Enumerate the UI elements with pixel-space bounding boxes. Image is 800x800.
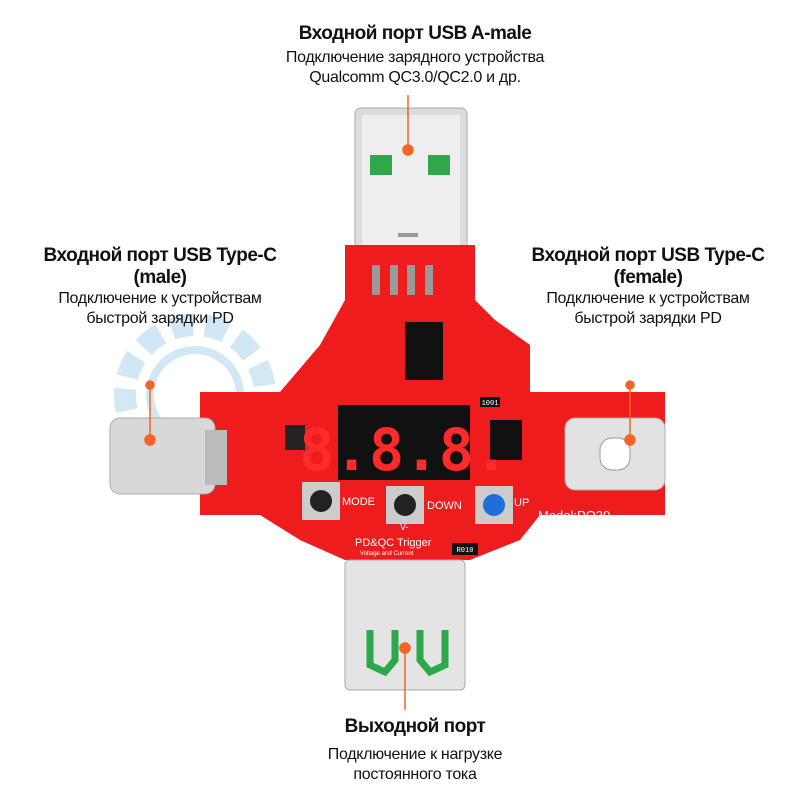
up-button[interactable]	[475, 486, 513, 524]
brand-sub-label: Voltage and Current	[360, 551, 414, 557]
v-minus-label: V-	[400, 522, 409, 532]
seven-segment-display	[338, 405, 470, 480]
display-value: 8.8.8.	[299, 416, 509, 484]
down-label: DOWN	[427, 500, 462, 512]
callout-line: Подключение зарядного устройства	[285, 49, 545, 66]
mode-label: MODE	[342, 496, 375, 508]
callout-subtitle: (female)	[613, 267, 683, 288]
model-label: Model:PQ30	[538, 508, 610, 523]
callout-markers	[144, 95, 636, 710]
chip	[405, 322, 443, 380]
usb-type-c-female-connector	[564, 417, 666, 491]
callout-title: Выходной порт	[344, 716, 486, 737]
callout-line: Подключение к нагрузке	[327, 746, 503, 763]
callout-title: Входной порт USB A-male	[298, 23, 532, 44]
callout-title: Входной порт USB Type-C	[43, 245, 277, 266]
down-button[interactable]	[386, 486, 424, 524]
callout-top: Входной порт USB A-male Подключение заря…	[215, 24, 615, 88]
usb-a-male-connector	[354, 107, 468, 265]
chip	[490, 420, 522, 460]
usb-type-c-male-connector	[109, 417, 227, 495]
up-label: UP	[514, 497, 529, 509]
callout-bottom: Выходной порт Подключение к нагрузке пос…	[215, 717, 615, 785]
callout-line: Qualcomm QC3.0/QC2.0 и др.	[309, 69, 521, 86]
usb-a-female-connector	[344, 559, 466, 691]
resistor-label: 1001	[482, 400, 499, 408]
callout-title: Входной порт USB Type-C	[531, 245, 765, 266]
pcb-board	[200, 245, 665, 560]
callout-line: быстрой зарядки PD	[86, 310, 234, 327]
callout-line: быстрой зарядки PD	[574, 310, 722, 327]
chip	[285, 425, 305, 450]
resistor-label: R010	[457, 547, 474, 555]
callout-line: Подключение к устройствам	[546, 290, 750, 307]
brand-label: PD&QC Trigger	[355, 537, 432, 549]
mode-button[interactable]	[302, 482, 340, 520]
callout-right: Входной порт USB Type-C (female) Подключ…	[490, 245, 800, 329]
callout-subtitle: (male)	[133, 267, 187, 288]
callout-left: Входной порт USB Type-C (male) Подключен…	[0, 245, 320, 329]
callout-line: Подключение к устройствам	[58, 290, 262, 307]
callout-line: постоянного тока	[353, 766, 477, 783]
